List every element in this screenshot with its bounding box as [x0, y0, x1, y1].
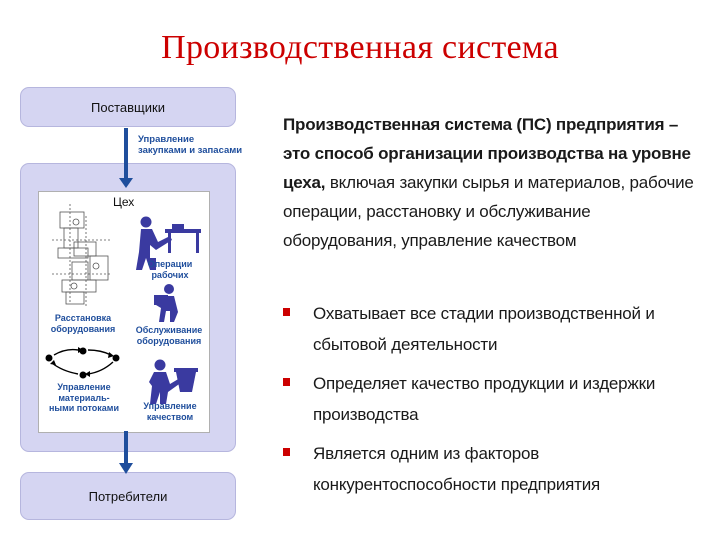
- supply-flow-label: Управление закупками и запасами: [138, 134, 242, 156]
- service-caption: Обслуживание оборудования: [128, 325, 210, 346]
- slide-title: Производственная система: [161, 29, 559, 66]
- bullet-text: Охватывает все стадии производственной и…: [313, 304, 655, 354]
- service-caption-line2: оборудования: [136, 335, 202, 346]
- supply-flow-label-line2: закупками и запасами: [138, 145, 243, 156]
- flows-caption: Управление материаль- ными потоками: [44, 382, 124, 414]
- consumers-box: Потребители: [20, 472, 236, 520]
- bullet-item: Охватывает все стадии производственной и…: [283, 298, 708, 360]
- bullet-item: Является одним из факторов конкурентоспо…: [283, 438, 708, 500]
- workshop-label: Цех: [113, 195, 135, 209]
- definition-rest: включая закупки сырья и материалов, рабо…: [283, 173, 694, 250]
- flows-caption-line2: материаль-: [58, 392, 110, 403]
- equipment-maintenance-icon: [154, 284, 178, 322]
- bullet-text: Является одним из факторов конкурентоспо…: [313, 444, 601, 494]
- operations-caption-line1: Операции: [147, 259, 193, 269]
- equipment-layout-icon: [52, 204, 110, 306]
- definition-paragraph: Производственная система (ПС) предприяти…: [283, 110, 708, 255]
- worker-operations-icon: [136, 216, 201, 270]
- square-bullet-icon: [283, 308, 290, 316]
- layout-caption-line1: Расстановка: [54, 313, 112, 323]
- quality-caption-line2: качеством: [146, 411, 194, 422]
- service-caption-line1: Обслуживание: [135, 325, 203, 335]
- layout-caption-line2: оборудования: [50, 323, 116, 334]
- operations-caption-line2: рабочих: [151, 269, 189, 280]
- supply-arrow-icon: [119, 128, 133, 188]
- quality-caption: Управление качеством: [130, 401, 210, 422]
- suppliers-box: Поставщики: [20, 87, 236, 127]
- square-bullet-icon: [283, 448, 290, 456]
- suppliers-label: Поставщики: [91, 100, 165, 115]
- quality-control-icon: [149, 359, 198, 404]
- consumers-label: Потребители: [88, 489, 168, 504]
- bullet-list: Охватывает все стадии производственной и…: [283, 298, 708, 508]
- operations-caption: Операции рабочих: [130, 259, 210, 280]
- output-arrow-icon: [119, 431, 133, 474]
- material-flows-icon: [45, 347, 120, 379]
- definition-bold: Производственная система (ПС) предприяти…: [283, 115, 691, 192]
- bullet-item: Определяет качество продукции и издержки…: [283, 368, 708, 430]
- supply-flow-label-line1: Управление: [138, 134, 195, 145]
- layout-caption: Расстановка оборудования: [42, 313, 124, 334]
- flows-caption-line3: ными потоками: [48, 403, 119, 413]
- square-bullet-icon: [283, 378, 290, 386]
- bullet-text: Определяет качество продукции и издержки…: [313, 374, 656, 424]
- flows-caption-line1: Управление: [57, 382, 111, 392]
- quality-caption-line1: Управление: [143, 401, 197, 411]
